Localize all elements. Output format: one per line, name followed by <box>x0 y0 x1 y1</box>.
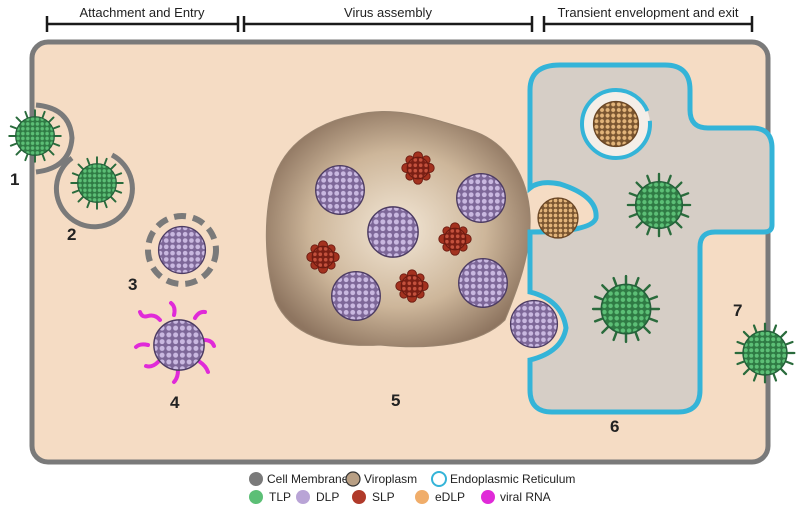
phase-label-exit: Transient envelopment and exit <box>558 5 739 20</box>
step-number-7: 7 <box>733 301 742 320</box>
endosome-membrane-3 <box>145 213 219 287</box>
dlp-particle-4 <box>153 319 205 371</box>
dlp-particle <box>456 173 506 223</box>
legend-swatch-edlp <box>415 490 429 504</box>
tlp-particle-exit <box>734 322 796 384</box>
legend-swatch-membrane <box>249 472 263 486</box>
membrane-invagination-1 <box>35 102 75 175</box>
legend-label-tlp: TLP <box>269 490 291 504</box>
legend-swatch-dlp <box>296 490 310 504</box>
legend-label-membrane: Cell Membrane <box>267 472 349 486</box>
step-number-6: 6 <box>610 417 619 436</box>
phase-label-assembly: Virus assembly <box>344 5 432 20</box>
legend: Cell Membrane Viroplasm Endoplasmic Reti… <box>249 471 575 504</box>
tlp-particle-er <box>591 274 661 344</box>
step-number-3: 3 <box>128 275 137 294</box>
viral-rna-strands <box>134 301 216 384</box>
step-number-2: 2 <box>67 225 76 244</box>
dlp-particle <box>458 258 508 308</box>
legend-swatch-viroplasm <box>345 471 361 487</box>
legend-label-edlp: eDLP <box>435 490 465 504</box>
step-number-4: 4 <box>170 393 180 412</box>
tlp-particle-1 <box>8 109 62 163</box>
tlp-particle-er <box>626 172 692 238</box>
legend-label-slp: SLP <box>372 490 395 504</box>
phase-brackets <box>45 16 754 32</box>
dlp-particle <box>367 206 419 258</box>
legend-label-viroplasm: Viroplasm <box>364 472 417 486</box>
dlp-particle-3 <box>157 225 207 275</box>
edlp-particle <box>592 100 640 148</box>
legend-swatch-tlp <box>249 490 263 504</box>
bracket-exit <box>542 16 754 32</box>
legend-label-dlp: DLP <box>316 490 339 504</box>
legend-swatch-rna <box>481 490 495 504</box>
edlp-particle-budding <box>537 197 579 239</box>
step-number-1: 1 <box>10 170 19 189</box>
legend-label-rna: viral RNA <box>500 490 551 504</box>
phase-label-attachment: Attachment and Entry <box>79 5 205 20</box>
legend-swatch-er <box>431 471 447 487</box>
tlp-particle-2 <box>70 156 124 210</box>
bracket-assembly <box>242 16 534 32</box>
dlp-particle <box>331 271 381 321</box>
endoplasmic-reticulum <box>527 62 775 415</box>
dlp-particle-budding <box>509 299 559 349</box>
endosome-membrane-2 <box>53 152 135 230</box>
legend-swatch-slp <box>352 490 366 504</box>
step-number-5: 5 <box>391 391 400 410</box>
dlp-particle <box>315 165 365 215</box>
legend-label-er: Endoplasmic Reticulum <box>450 472 575 486</box>
bracket-attachment <box>45 16 240 32</box>
